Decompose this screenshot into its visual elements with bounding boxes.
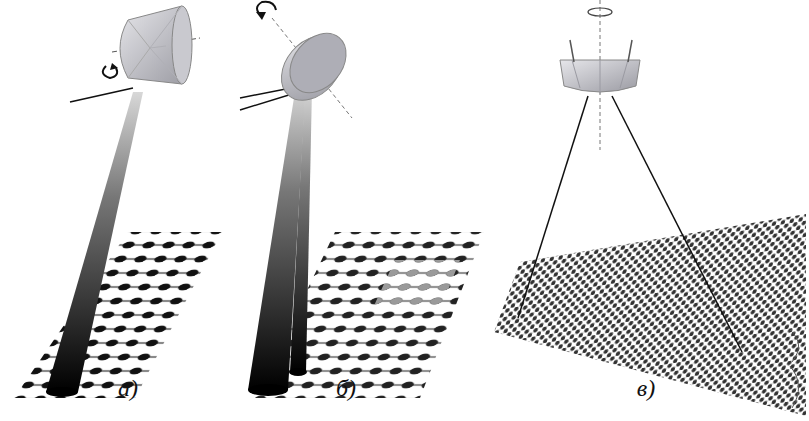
- panel-label: б): [336, 376, 356, 400]
- panel-label: в): [637, 376, 655, 400]
- panel-label: а): [118, 376, 138, 400]
